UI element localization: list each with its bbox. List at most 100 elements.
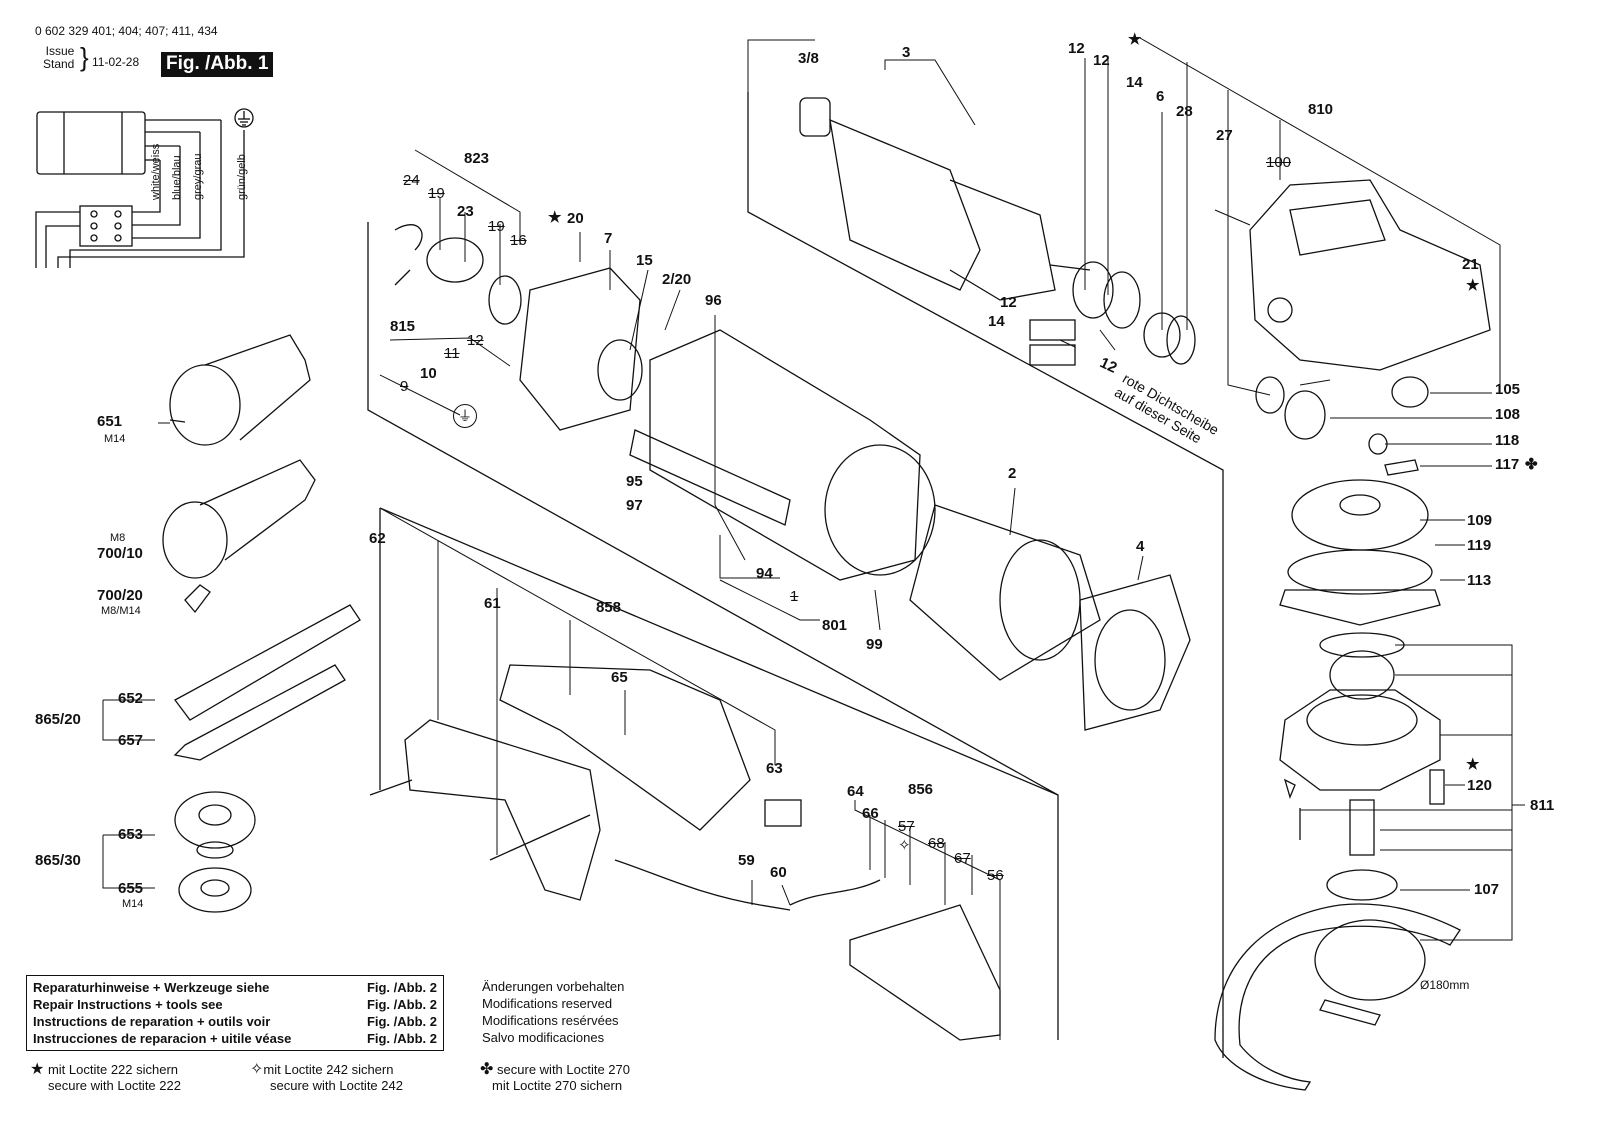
callout-27: 27: [1216, 127, 1233, 144]
repair-row-text: Instructions de reparation + outils voir: [33, 1014, 271, 1029]
callout-57: 57: [898, 818, 915, 835]
ground-symbol-icon: [238, 111, 250, 126]
callout-2-20: 2/20: [662, 271, 692, 288]
issue-date: 11-02-28: [92, 55, 140, 69]
callout-99: 99: [866, 636, 883, 653]
callout-guard-diameter: Ø180mm: [1420, 978, 1470, 992]
legend-222-de: mit Loctite 222 sichern: [47, 1062, 179, 1077]
callout-19-a: 19: [428, 185, 445, 202]
legend-242-de: mit Loctite 242 sichern: [263, 1062, 394, 1077]
clover-icon: ✤: [1525, 456, 1538, 473]
repair-instructions-box: Reparaturhinweise + Werkzeuge siehe Fig.…: [26, 975, 444, 1051]
repair-row: Repair Instructions + tools see Fig. /Ab…: [33, 996, 437, 1013]
handle-half-right: [499, 664, 751, 831]
callout-66: 66: [862, 805, 879, 822]
callout-63: 63: [766, 760, 783, 777]
modifications-note: Änderungen vorbehalten Modifications res…: [482, 978, 624, 1046]
callout-56: 56: [987, 867, 1004, 884]
callout-15: 15: [636, 252, 653, 269]
callout-655: 655: [118, 880, 144, 897]
callout-1: 1: [790, 588, 799, 605]
ground-symbol-icon: ⏚: [453, 404, 477, 428]
issue-label: Issue: [45, 44, 75, 58]
callout-61: 61: [484, 595, 501, 612]
callout-700-10-thread: M8: [110, 532, 126, 544]
callout-9: 9: [400, 378, 409, 395]
callout-12-a: 12: [1068, 40, 1085, 57]
star-icon: ★: [548, 209, 562, 226]
callout-651: 651: [97, 413, 123, 430]
wiring-diagram: [35, 108, 254, 268]
clover-icon: ✤: [480, 1061, 494, 1078]
bearing-flange: [1279, 689, 1441, 791]
callout-120: 120: [1467, 777, 1493, 794]
part-numbers: 0 602 329 401; 404; 407; 411, 434: [35, 24, 218, 38]
modifications-es: Salvo modificaciones: [482, 1030, 605, 1045]
callout-59: 59: [738, 852, 755, 869]
callout-700-10: 700/10: [97, 545, 143, 562]
callout-109: 109: [1467, 512, 1493, 529]
wrench-657: [173, 664, 346, 761]
callout-97: 97: [626, 497, 643, 514]
callout-811: 811: [1530, 797, 1555, 814]
callout-653: 653: [118, 826, 144, 843]
callout-700-20: 700/20: [97, 587, 143, 604]
repair-row-ref: Fig. /Abb. 2: [366, 1014, 437, 1029]
callout-865-20: 865/20: [35, 711, 81, 728]
callout-96: 96: [705, 292, 722, 309]
callout-700-20-thread: M8/M14: [101, 605, 141, 617]
auxiliary-handle-700-10: [162, 459, 316, 579]
star-icon: ★: [30, 1061, 45, 1078]
legend-242-en: secure with Loctite 242: [270, 1078, 403, 1093]
repair-row: Instructions de reparation + outils voir…: [33, 1013, 437, 1030]
stand-label: Stand: [43, 57, 75, 71]
callout-60: 60: [770, 864, 787, 881]
repair-row-ref: Fig. /Abb. 2: [366, 980, 437, 995]
callout-11: 11: [444, 345, 460, 362]
callout-7: 7: [604, 230, 613, 247]
repair-row-text: Instrucciones de reparacion + uitile véa…: [33, 1031, 292, 1046]
callout-657: 657: [118, 732, 144, 749]
callout-108: 108: [1495, 406, 1521, 423]
legend-loctite-270: ✤ secure with Loctite 270 mit Loctite 27…: [480, 1062, 630, 1094]
legend-270-de: mit Loctite 270 sichern: [492, 1078, 623, 1093]
figure-label: Fig. /Abb. 1: [161, 52, 274, 77]
callout-64: 64: [847, 783, 864, 800]
field-coil: [909, 504, 1101, 681]
bevel-gear: [1291, 479, 1429, 551]
repair-row: Instrucciones de reparacion + uitile véa…: [33, 1030, 437, 1047]
callout-3-8: 3/8: [798, 50, 819, 67]
armature: [799, 97, 1196, 365]
callout-815: 815: [390, 318, 416, 335]
modifications-fr: Modifications resérvées: [482, 1013, 619, 1028]
handle-half-left: [404, 719, 601, 901]
callout-10: 10: [420, 365, 437, 382]
callout-4: 4: [1136, 538, 1145, 555]
callout-118: 118: [1495, 432, 1520, 449]
callout-19-b: 19: [488, 218, 505, 235]
open-star-icon: ✧: [898, 837, 911, 854]
callout-856: 856: [908, 781, 934, 798]
callout-16: 16: [510, 232, 527, 249]
callout-67: 67: [954, 850, 971, 867]
legend-loctite-242: ✧mit Loctite 242 sichern secure with Loc…: [250, 1062, 403, 1094]
callout-810: 810: [1308, 101, 1334, 118]
callout-95: 95: [626, 473, 643, 490]
callout-12-c: 12: [1000, 294, 1017, 311]
repair-row: Reparaturhinweise + Werkzeuge siehe Fig.…: [33, 979, 437, 996]
gear-housing: [1249, 179, 1491, 371]
modifications-de: Änderungen vorbehalten: [482, 979, 625, 994]
callout-14-b: 14: [988, 313, 1005, 330]
callout-65: 65: [611, 669, 628, 686]
star-icon: ★: [1466, 277, 1480, 294]
auxiliary-handle-651: [169, 334, 311, 446]
star-icon: ★: [1466, 756, 1480, 773]
callout-107: 107: [1474, 881, 1500, 898]
legend-222-en: secure with Loctite 222: [48, 1078, 181, 1093]
callout-651-thread: M14: [104, 433, 126, 445]
callout-3: 3: [902, 44, 911, 61]
callout-62: 62: [369, 530, 386, 547]
callout-823: 823: [464, 150, 490, 167]
callout-113: 113: [1467, 572, 1492, 589]
brace: }: [80, 42, 89, 72]
